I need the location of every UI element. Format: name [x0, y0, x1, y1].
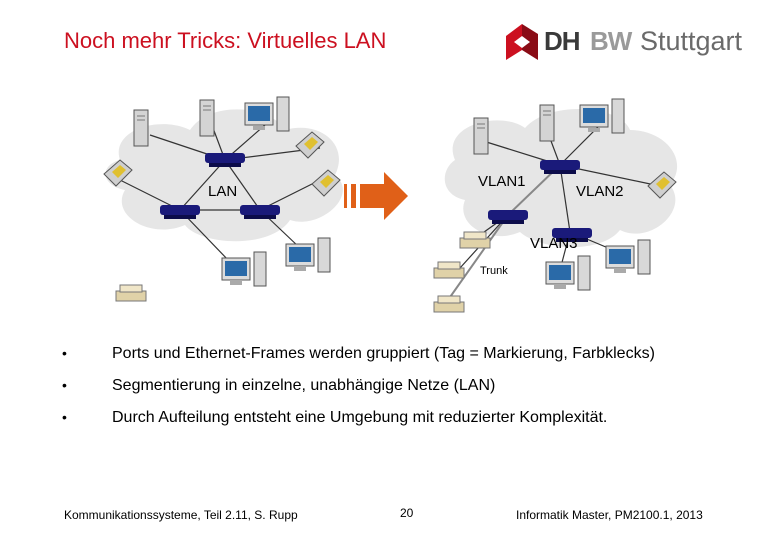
switch-icon	[240, 205, 280, 219]
printer-icon	[115, 284, 147, 302]
server-icon	[133, 109, 149, 147]
printer-icon	[433, 295, 465, 313]
slide-title: Noch mehr Tricks: Virtuelles LAN	[64, 28, 387, 53]
server-icon	[473, 117, 489, 155]
pc-icon	[285, 237, 331, 273]
vlan1-label: VLAN1	[478, 173, 526, 190]
list-item: • Ports und Ethernet-Frames werden grupp…	[56, 345, 756, 377]
server-icon	[539, 104, 555, 142]
pc-icon	[221, 251, 267, 287]
server-icon	[199, 99, 215, 137]
bullet-text: Ports und Ethernet-Frames werden gruppie…	[112, 345, 655, 362]
footer-page-number: 20	[400, 506, 414, 520]
bullet-text: Segmentierung in einzelne, unabhängige N…	[112, 377, 496, 394]
footer-course: Kommunikationssysteme, Teil 2.11, S. Rup…	[64, 508, 298, 522]
lan-label: LAN	[208, 183, 237, 200]
pc-icon	[605, 239, 651, 275]
list-item: • Durch Aufteilung entsteht eine Umgebun…	[56, 409, 756, 441]
footer-program: Informatik Master, PM2100.1, 2013	[516, 508, 703, 522]
bullet-marker: •	[62, 409, 67, 425]
trunk-label: Trunk	[480, 265, 508, 277]
list-item: • Segmentierung in einzelne, unabhängige…	[56, 377, 756, 409]
logo-text-bw: BW	[590, 26, 632, 56]
printer-icon	[433, 261, 465, 279]
vlan-diagram: LAN VLAN1 VLAN2 VLAN3 Trunk	[103, 96, 678, 313]
switch-icon	[488, 210, 528, 224]
vlan3-label: VLAN3	[530, 235, 578, 252]
bullet-marker: •	[62, 345, 67, 361]
bullet-text: Durch Aufteilung entsteht eine Umgebung …	[112, 409, 608, 426]
bullet-list: • Ports und Ethernet-Frames werden grupp…	[56, 345, 756, 441]
pc-icon	[545, 255, 591, 291]
switch-icon	[160, 205, 200, 219]
logo-text-dh: DH	[544, 26, 581, 56]
switch-icon	[540, 160, 580, 174]
bullet-marker: •	[62, 377, 67, 393]
transform-arrow-icon	[344, 172, 408, 220]
switch-icon	[205, 153, 245, 167]
logo-text-city: Stuttgart	[640, 26, 743, 56]
dhbw-logo: DH BW Stuttgart	[502, 20, 742, 64]
trunk-link	[447, 214, 509, 301]
vlan2-label: VLAN2	[576, 183, 624, 200]
dhbw-logo-mark-icon	[506, 24, 538, 60]
printer-icon	[459, 231, 491, 249]
